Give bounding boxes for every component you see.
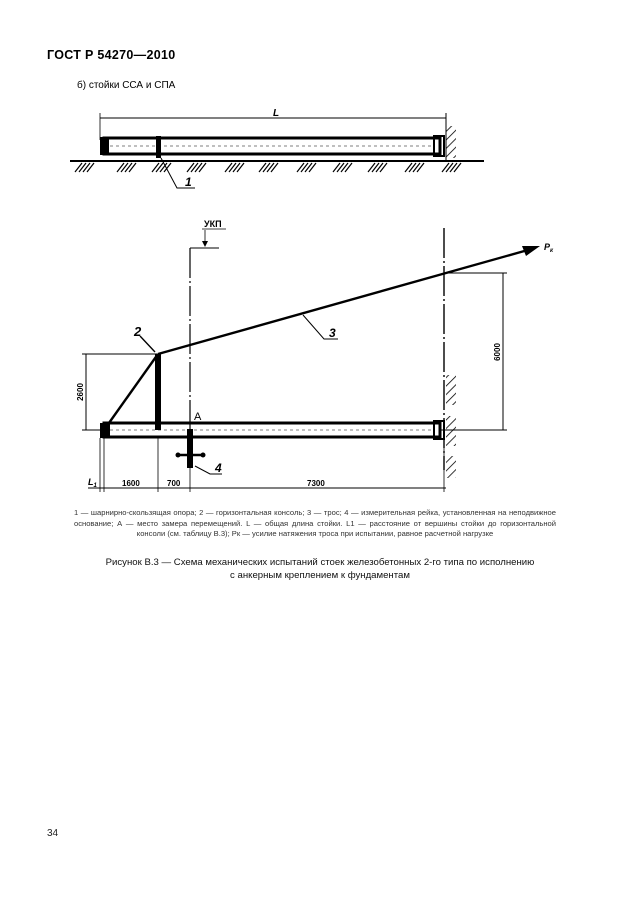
section-label: б) стойки ССА и СПА — [77, 80, 176, 91]
dim-1600: 1600 — [122, 479, 140, 488]
level-label-ukp: УКП — [204, 219, 222, 229]
dim-700: 700 — [167, 479, 181, 488]
dim-7300: 7300 — [307, 479, 325, 488]
callout-4: 4 — [214, 461, 222, 475]
caption-line-2: с анкерным креплением к фундаментам — [230, 569, 410, 581]
caption-line-1: Рисунок В.3 — Схема механических испытан… — [105, 557, 535, 568]
document-header: ГОСТ Р 54270—2010 — [47, 48, 176, 62]
dim-6000: 6000 — [493, 343, 502, 361]
dim-2600: 2600 — [76, 383, 85, 401]
dim-l1: L1 — [88, 477, 98, 489]
callout-3: 3 — [329, 326, 336, 340]
page-number: 34 — [47, 828, 59, 839]
figure-caption: Рисунок В.3 — Схема механических испытан… — [70, 557, 570, 582]
force-label-pk: Pк — [544, 242, 554, 254]
callout-2: 2 — [133, 324, 142, 339]
callout-1: 1 — [185, 175, 192, 189]
dim-label-L: L — [273, 108, 279, 119]
point-label-a: A — [194, 411, 202, 423]
top-view: L 1 — [70, 108, 484, 189]
figure-legend: 1 — шарнирно-скользящая опора; 2 — гориз… — [74, 508, 556, 539]
main-view: УКП Pк 3 6000 2600 2 A — [76, 219, 554, 492]
